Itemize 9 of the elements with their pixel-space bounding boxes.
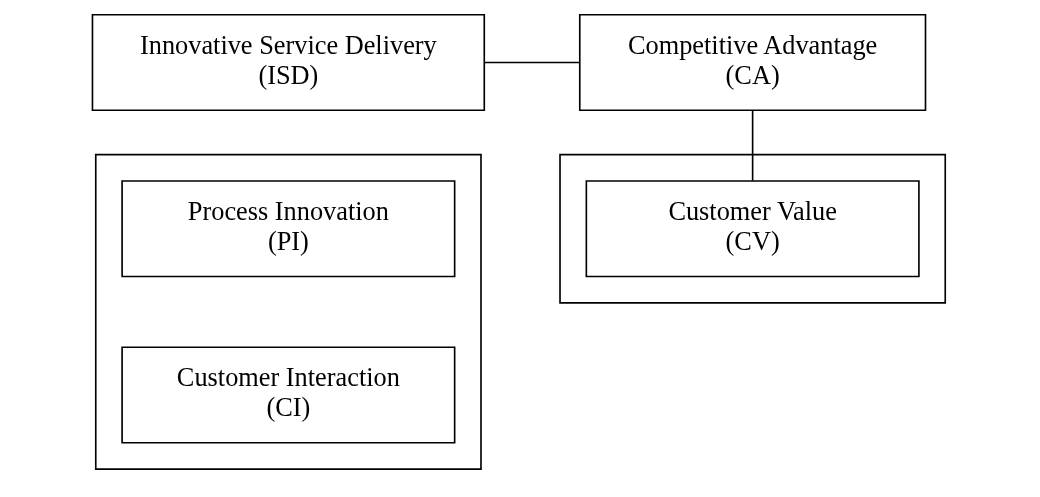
node-box: Customer Value (CV) bbox=[585, 180, 920, 278]
cluster bbox=[558, 153, 946, 304]
connector bbox=[483, 61, 580, 64]
node-box: Process Innovation (PI) bbox=[120, 180, 455, 278]
node-box: Innovative Service Delivery (ISD) bbox=[91, 13, 485, 112]
node-box: Competitive Advantage (CA) bbox=[578, 13, 926, 112]
cluster bbox=[94, 153, 482, 470]
connector bbox=[751, 109, 753, 182]
node-box: Customer Interaction (CI) bbox=[120, 346, 455, 444]
